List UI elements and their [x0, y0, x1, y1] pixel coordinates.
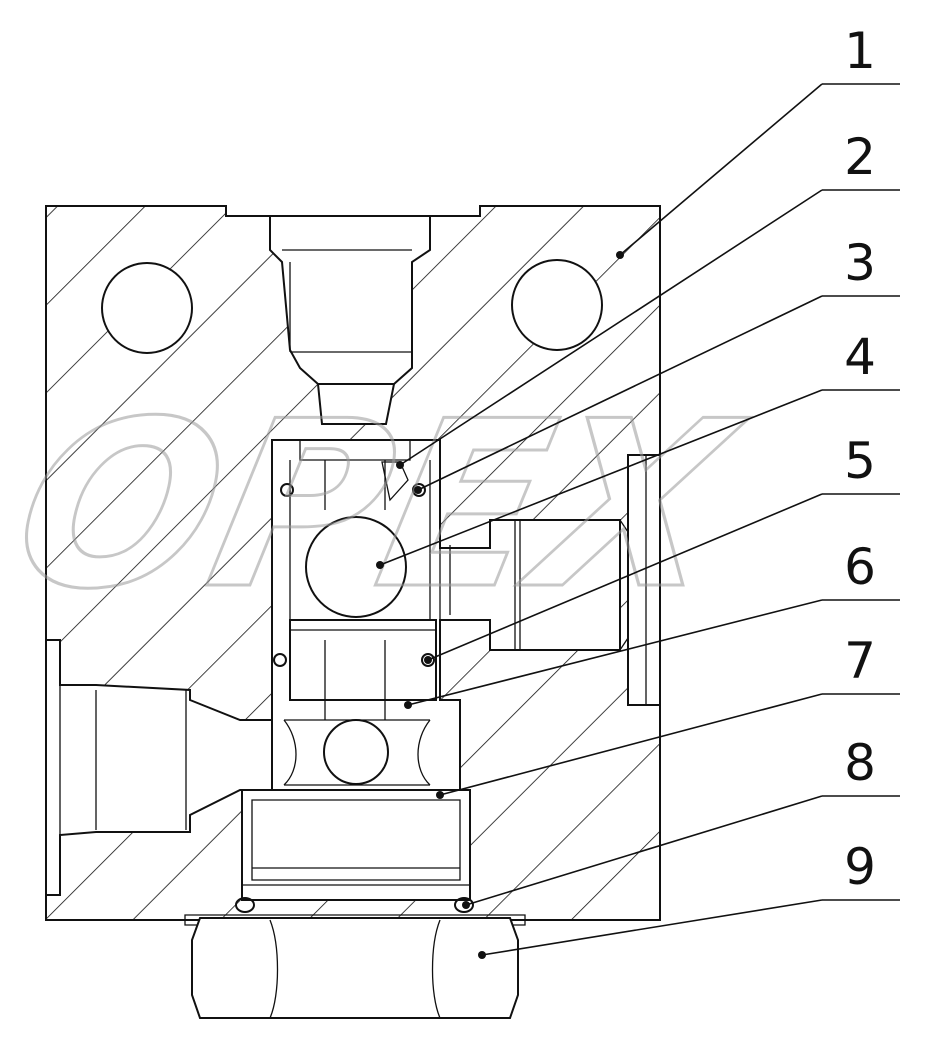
hex-plug: [184, 914, 526, 1019]
valve-body: [45, 205, 661, 921]
callout-3: 3: [844, 234, 876, 292]
callout-9: 9: [844, 838, 876, 896]
callout-7: 7: [844, 632, 876, 690]
callout-8: 8: [844, 734, 876, 792]
callout-2: 2: [844, 128, 876, 186]
callout-6: 6: [844, 538, 876, 596]
callout-1: 1: [844, 22, 876, 80]
watermark-text: OPEX: [0, 371, 760, 639]
callout-5: 5: [844, 432, 876, 490]
callout-4: 4: [844, 328, 876, 386]
watermark: OPEX: [0, 370, 761, 641]
callouts: 1 2 3 4 5 6 7 8: [376, 22, 900, 959]
